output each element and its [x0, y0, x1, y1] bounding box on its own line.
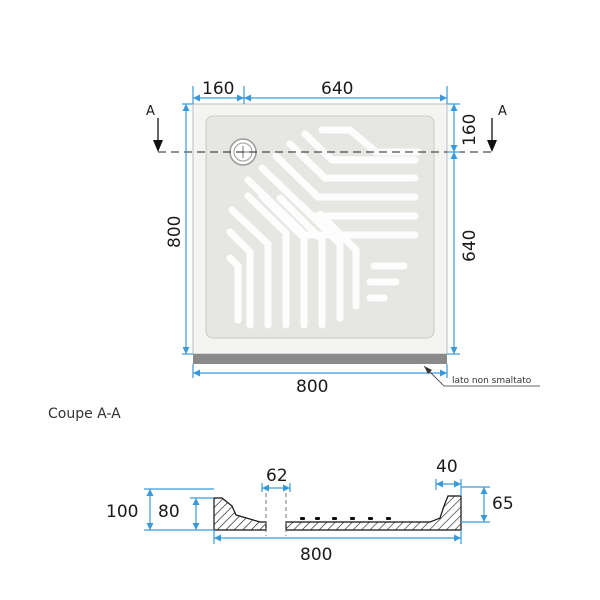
section-caption: Coupe A-A — [48, 406, 121, 422]
dimension-drain — [261, 483, 291, 492]
dimension-bottom — [192, 364, 448, 378]
section-mark-left: A — [146, 104, 155, 119]
dim-top-right-label: 640 — [321, 79, 353, 99]
unglazed-note: lato non smaltato — [452, 376, 532, 386]
section-grooves — [300, 517, 391, 520]
section-base — [285, 495, 462, 531]
section-mark-right: A — [498, 104, 507, 119]
dimension-left — [182, 103, 193, 355]
dim-right-top-label: 160 — [460, 114, 480, 146]
dim-rim-height-label: 65 — [492, 494, 514, 514]
dim-right-main-label: 640 — [460, 230, 480, 262]
antislip-grooves — [226, 126, 422, 329]
section-arrow-right — [487, 118, 497, 152]
unglazed-edge — [193, 354, 447, 364]
dim-bottom-label: 800 — [296, 377, 328, 397]
section-view: 62 40 65 100 80 80 — [106, 457, 514, 565]
dim-left-label: 800 — [165, 216, 185, 248]
unglazed-leader — [423, 365, 540, 387]
dimension-height — [144, 488, 214, 531]
dimension-right — [447, 103, 460, 355]
dimension-width — [213, 530, 462, 544]
dim-top-left-label: 160 — [202, 79, 234, 99]
top-view: A A 160 640 800 1 — [146, 79, 540, 397]
section-profile — [213, 497, 267, 531]
dimension-rim — [435, 479, 462, 496]
dim-inner-height-label: 80 — [158, 502, 180, 522]
dimension-rim-height — [461, 486, 490, 523]
dim-width-label: 800 — [300, 545, 332, 565]
dim-rim-label: 40 — [436, 457, 458, 477]
section-arrow-left — [153, 118, 163, 152]
dimension-top — [192, 86, 448, 104]
dim-total-height-label: 100 — [106, 502, 138, 522]
dim-drain-label: 62 — [266, 466, 288, 486]
